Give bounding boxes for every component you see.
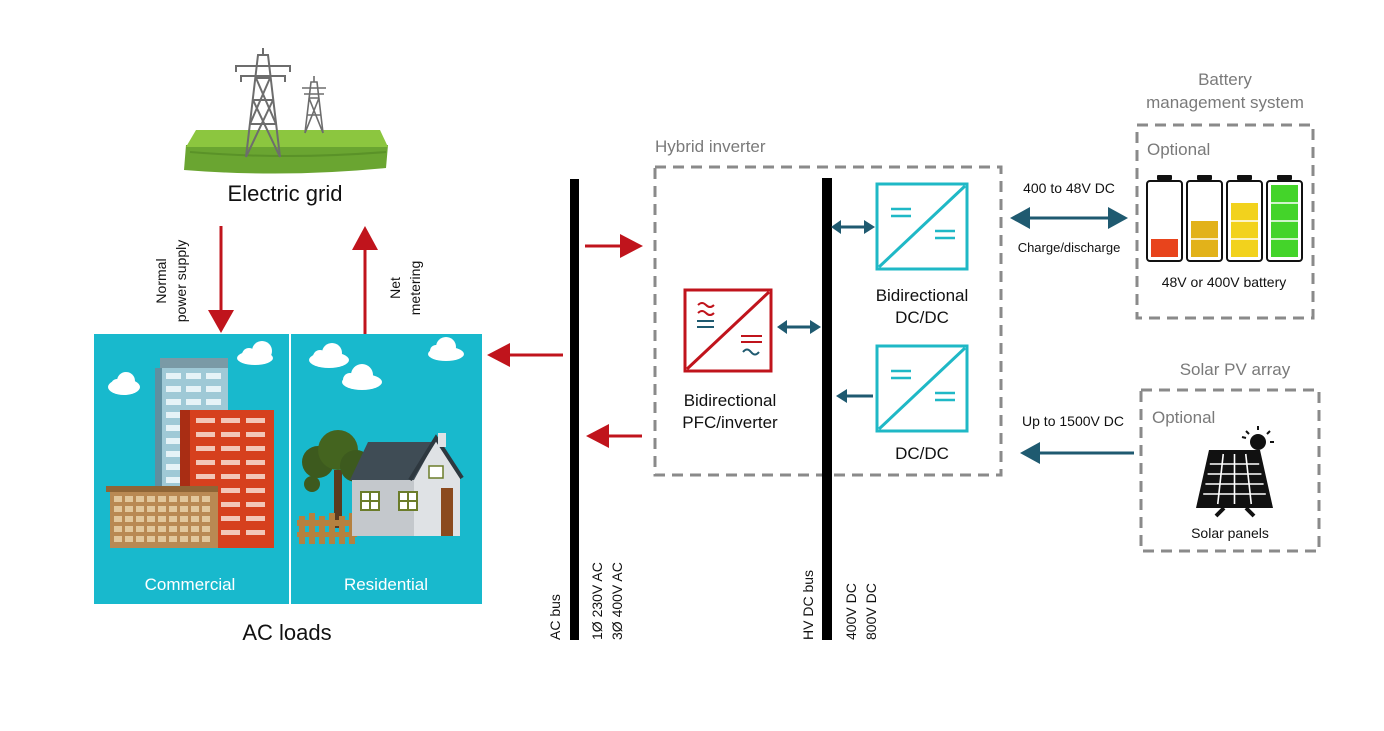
cloud-icon [342, 364, 382, 390]
dcdc-to-bus-arrow [836, 389, 873, 403]
battery-voltage-label: 400 to 48V DC [1023, 180, 1115, 196]
inverter-to-bus-arrow-head [586, 424, 609, 448]
battery-icon [1146, 175, 1183, 262]
commercial-label: Commercial [145, 575, 236, 594]
pylon-small-icon [302, 76, 326, 134]
net-metering-label-1: Net [387, 277, 403, 299]
bus-dcdc-double-arrow [831, 220, 875, 234]
hybrid-inverter-title: Hybrid inverter [655, 137, 766, 156]
solar-title: Solar PV array [1180, 360, 1291, 379]
bms-optional: Optional [1147, 140, 1210, 159]
ac-bus-spec-2: 3Ø 400V AC [609, 562, 625, 640]
pfc-inverter-block [683, 288, 773, 373]
dcdc-label: DC/DC [895, 444, 949, 463]
solar-voltage-label: Up to 1500V DC [1022, 413, 1124, 429]
pfc-bus-double-arrow [777, 320, 821, 334]
residential-house-icon [297, 430, 464, 544]
commercial-buildings-icon [106, 358, 274, 548]
pylon-icon [235, 48, 291, 158]
cloud-icon [237, 341, 273, 365]
hv-dc-bus-label: HV DC bus [800, 570, 816, 640]
battery-double-arrow [1010, 207, 1128, 229]
bidir-dcdc-label-2: DC/DC [895, 308, 949, 327]
bus-to-inverter-arrow-head [620, 234, 643, 258]
hv-dc-bus-spec-1: 400V DC [843, 583, 859, 640]
residential-label: Residential [344, 575, 428, 594]
solar-to-dcdc-arrow [1020, 442, 1134, 464]
battery-bank [1146, 175, 1303, 262]
pfc-label-1: Bidirectional [684, 391, 777, 410]
pfc-label-2: PFC/inverter [682, 413, 778, 432]
solar-panels-label: Solar panels [1191, 525, 1269, 541]
battery-icon [1266, 175, 1303, 262]
battery-icon [1186, 175, 1223, 262]
grid-label: Electric grid [228, 181, 343, 206]
ac-bus-bar [570, 179, 579, 640]
hybrid-inverter-box [653, 165, 1003, 477]
normal-supply-label-2: power supply [173, 240, 189, 323]
solar-optional: Optional [1152, 408, 1215, 427]
hv-dc-bus-bar [822, 178, 832, 640]
battery-icon [1226, 175, 1263, 262]
cloud-icon [309, 343, 349, 368]
bms-title-2: management system [1146, 93, 1304, 112]
bms-title-1: Battery [1198, 70, 1252, 89]
normal-supply-label-1: Normal [153, 258, 169, 303]
bus-to-loads-arrow-head [487, 343, 510, 367]
charge-discharge-label: Charge/discharge [1018, 240, 1121, 255]
hv-dc-bus-spec-2: 800V DC [863, 583, 879, 640]
ac-bus-label: AC bus [547, 594, 563, 640]
ac-bus-spec-1: 1Ø 230V AC [589, 562, 605, 640]
battery-label: 48V or 400V battery [1162, 274, 1287, 290]
net-metering-arrow-head [352, 226, 378, 250]
ac-loads-title: AC loads [242, 620, 331, 645]
solar-panel-icon [1196, 426, 1274, 518]
dcdc-block [875, 344, 969, 433]
cloud-icon [108, 372, 140, 395]
bidir-dcdc-label-1: Bidirectional [876, 286, 969, 305]
bidirectional-dcdc-block [875, 182, 969, 271]
bms-box [1135, 123, 1315, 320]
electric-grid-icon [184, 48, 388, 174]
cloud-icons [108, 337, 464, 395]
net-metering-label-2: metering [407, 261, 423, 315]
supply-arrow-head [208, 310, 234, 333]
cloud-icon [428, 337, 464, 361]
solar-box [1139, 388, 1321, 553]
